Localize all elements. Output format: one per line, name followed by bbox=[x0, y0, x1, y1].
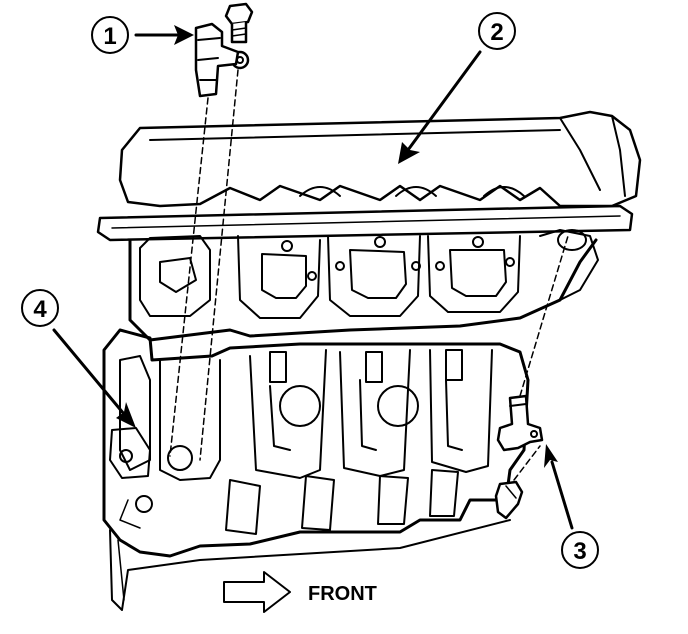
callout-4-leader bbox=[52, 328, 126, 416]
valve-cover bbox=[118, 110, 642, 208]
callout-1-number: 1 bbox=[103, 23, 116, 50]
callout-2-number: 2 bbox=[490, 19, 503, 46]
callout-1-arrowhead bbox=[174, 25, 194, 45]
front-direction-indicator: FRONT bbox=[223, 571, 377, 613]
callout-2-circle bbox=[478, 12, 516, 50]
exhaust-ports bbox=[237, 235, 521, 319]
part-3-sensor-assembly bbox=[494, 229, 587, 520]
callout-4: 4 bbox=[21, 289, 136, 428]
callout-4-circle bbox=[21, 289, 59, 327]
callout-2-arrowhead bbox=[398, 142, 420, 164]
callout-1-circle bbox=[91, 16, 129, 54]
callout-1: 1 bbox=[91, 16, 194, 54]
oil-pan bbox=[109, 519, 511, 611]
callout-4-arrowhead bbox=[116, 402, 136, 428]
head-gasket-rail bbox=[96, 204, 634, 242]
callout-2-leader bbox=[406, 50, 482, 152]
callout-3-arrowhead bbox=[544, 444, 558, 468]
callout-3-circle bbox=[561, 531, 599, 569]
callout-3: 3 bbox=[544, 444, 599, 569]
lower-ribs bbox=[119, 469, 459, 535]
callout-3-number: 3 bbox=[573, 538, 586, 565]
engine-block bbox=[96, 110, 642, 611]
sensor-1 bbox=[194, 22, 240, 98]
front-arrow-icon bbox=[223, 571, 291, 613]
bolt-right bbox=[494, 480, 524, 520]
cylinder-head bbox=[128, 238, 598, 342]
part-1-sensor-assembly bbox=[169, 2, 254, 461]
bolt-top bbox=[224, 2, 254, 26]
callout-2: 2 bbox=[398, 12, 516, 164]
callout-4-number: 4 bbox=[33, 296, 47, 323]
bulkheads bbox=[159, 349, 493, 481]
cylinder-block bbox=[102, 328, 530, 558]
front-label: FRONT bbox=[308, 583, 377, 605]
callout-3-leader bbox=[550, 460, 574, 530]
